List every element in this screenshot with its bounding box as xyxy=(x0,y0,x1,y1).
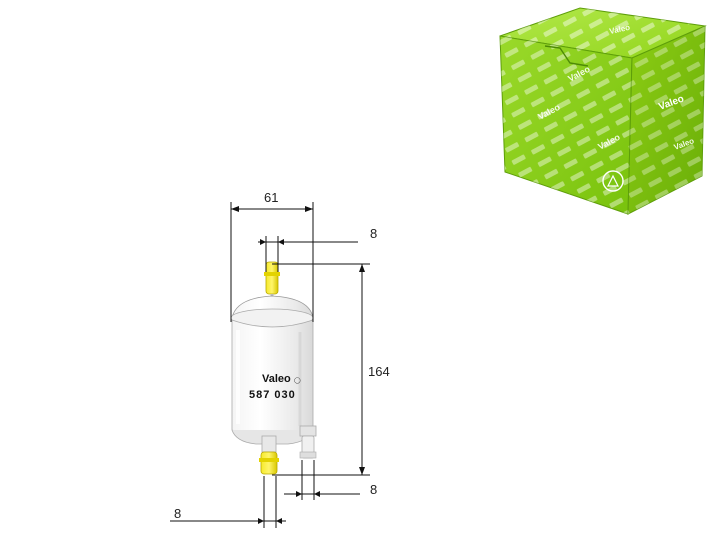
filter-part-number: 587 030 xyxy=(249,389,296,401)
dimension-outlet-left-label: 8 xyxy=(174,506,181,521)
dimension-outlet-right-label: 8 xyxy=(370,482,377,497)
svg-text:Valeo: Valeo xyxy=(609,23,631,36)
dimension-lines xyxy=(170,202,370,528)
fuel-filter: Valeo ◯ 587 030 xyxy=(230,261,317,475)
svg-text:◯: ◯ xyxy=(294,377,301,384)
product-box: Valeo Valeo Valeo Valeo Valeo Valeo xyxy=(499,7,707,215)
certification-mark-icon xyxy=(602,170,624,192)
outlet-connector-left xyxy=(259,435,279,475)
dimension-inlet-label: 8 xyxy=(370,226,377,241)
dimension-width-label: 61 xyxy=(264,190,278,205)
filter-brand-label: Valeo xyxy=(262,373,291,385)
dimension-arrows xyxy=(231,206,365,524)
dimension-height-label: 164 xyxy=(368,364,390,379)
outlet-connector-right xyxy=(299,425,317,459)
